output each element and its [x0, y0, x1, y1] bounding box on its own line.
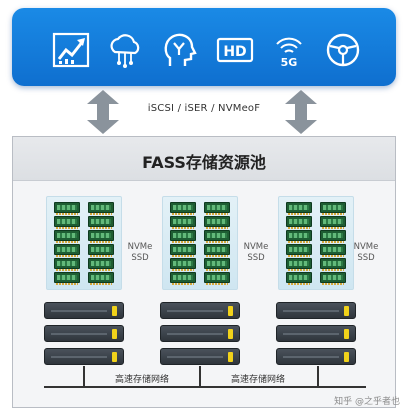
memory-module-node-2: [204, 202, 230, 215]
memory-module-node-3: [286, 272, 312, 285]
memory-module-node-3: [286, 230, 312, 243]
drive-slot: [283, 333, 339, 335]
drive-slot: [167, 356, 223, 358]
trending-chart-icon: [52, 32, 90, 68]
memory-module-node-3: [320, 216, 346, 229]
drive-led-indicator: [344, 329, 349, 339]
network-drop-node-3: [317, 366, 319, 387]
drive-led-indicator: [112, 352, 117, 362]
memory-module-node-2: [204, 244, 230, 257]
watermark: 知乎 @之乎者也: [334, 397, 400, 407]
memory-module-node-2: [170, 230, 196, 243]
memory-module-node-2: [204, 272, 230, 285]
drive-slot: [51, 333, 107, 335]
drive-slot: [283, 310, 339, 312]
memory-module-node-3: [286, 216, 312, 229]
hd-icon: HD: [216, 32, 254, 68]
memory-module-node-2: [170, 244, 196, 257]
steering-wheel-icon: [324, 32, 362, 68]
memory-module-node-2: [170, 258, 196, 271]
5g-signal-icon: 5G: [270, 32, 308, 68]
nvme-label-line2: SSD: [131, 253, 149, 263]
nvme-label-line1: NVMe: [127, 242, 153, 252]
nvme-ssd-label-node-2: NVMe SSD: [236, 242, 276, 264]
drive-led-indicator: [112, 306, 117, 316]
network-drop-node-1: [83, 366, 85, 387]
memory-module-node-1: [54, 258, 80, 271]
memory-module-node-3: [320, 272, 346, 285]
application-banner: HD 5G: [12, 8, 396, 86]
network-bus-line: [44, 386, 366, 388]
memory-module-node-1: [88, 202, 114, 215]
drive-led-indicator: [344, 306, 349, 316]
nvme-label-line1: NVMe: [353, 242, 379, 252]
memory-module-node-2: [204, 216, 230, 229]
memory-module-node-3: [286, 258, 312, 271]
pool-title: FASS存储资源池: [142, 153, 266, 172]
drive-slot: [51, 310, 107, 312]
memory-module-node-1: [88, 258, 114, 271]
network-label-right: 高速存储网络: [230, 375, 285, 385]
memory-module-node-2: [204, 258, 230, 271]
drive-bay-node-3: [276, 302, 356, 319]
drive-led-indicator: [344, 352, 349, 362]
memory-module-node-1: [88, 230, 114, 243]
memory-module-node-2: [170, 216, 196, 229]
drive-bay-node-1: [44, 302, 124, 319]
drive-bay-node-1: [44, 325, 124, 342]
drive-slot: [283, 356, 339, 358]
ai-head-icon: [160, 32, 198, 68]
drive-led-indicator: [228, 306, 233, 316]
drive-led-indicator: [112, 329, 117, 339]
network-label-left: 高速存储网络: [114, 375, 169, 385]
memory-module-node-3: [320, 230, 346, 243]
memory-module-node-3: [286, 244, 312, 257]
cloud-network-icon: [106, 32, 144, 68]
memory-module-node-3: [320, 258, 346, 271]
network-drop-node-2: [199, 366, 201, 387]
memory-module-node-3: [320, 244, 346, 257]
drive-bay-node-2: [160, 348, 240, 365]
memory-module-node-1: [88, 216, 114, 229]
protocol-label: iSCSI / iSER / NVMeoF: [147, 103, 261, 114]
memory-module-node-1: [88, 272, 114, 285]
memory-module-node-2: [170, 202, 196, 215]
5g-icon-text: 5G: [281, 56, 298, 68]
drive-slot: [167, 333, 223, 335]
drive-led-indicator: [228, 352, 233, 362]
nvme-ssd-label-node-1: NVMe SSD: [120, 242, 160, 264]
drive-bay-node-2: [160, 325, 240, 342]
memory-module-node-3: [320, 202, 346, 215]
drive-led-indicator: [228, 329, 233, 339]
drive-bay-node-1: [44, 348, 124, 365]
drive-slot: [51, 356, 107, 358]
memory-module-node-3: [286, 202, 312, 215]
memory-module-node-1: [54, 202, 80, 215]
memory-module-node-2: [204, 230, 230, 243]
memory-module-node-1: [54, 230, 80, 243]
left-bidirectional-arrow-icon: [86, 90, 120, 134]
drive-bay-node-3: [276, 348, 356, 365]
drive-bay-node-3: [276, 325, 356, 342]
memory-module-node-1: [54, 216, 80, 229]
memory-module-node-1: [54, 244, 80, 257]
hd-icon-text: HD: [223, 44, 246, 60]
pool-title-bar: FASS存储资源池: [13, 137, 395, 181]
nvme-label-line2: SSD: [247, 253, 265, 263]
right-bidirectional-arrow-icon: [284, 90, 318, 134]
nvme-label-line1: NVMe: [243, 242, 269, 252]
nvme-label-line2: SSD: [357, 253, 375, 263]
memory-module-node-2: [170, 272, 196, 285]
memory-module-node-1: [54, 272, 80, 285]
drive-slot: [167, 310, 223, 312]
drive-bay-node-2: [160, 302, 240, 319]
nvme-ssd-label-node-3: NVMe SSD: [349, 242, 383, 264]
memory-module-node-1: [88, 244, 114, 257]
